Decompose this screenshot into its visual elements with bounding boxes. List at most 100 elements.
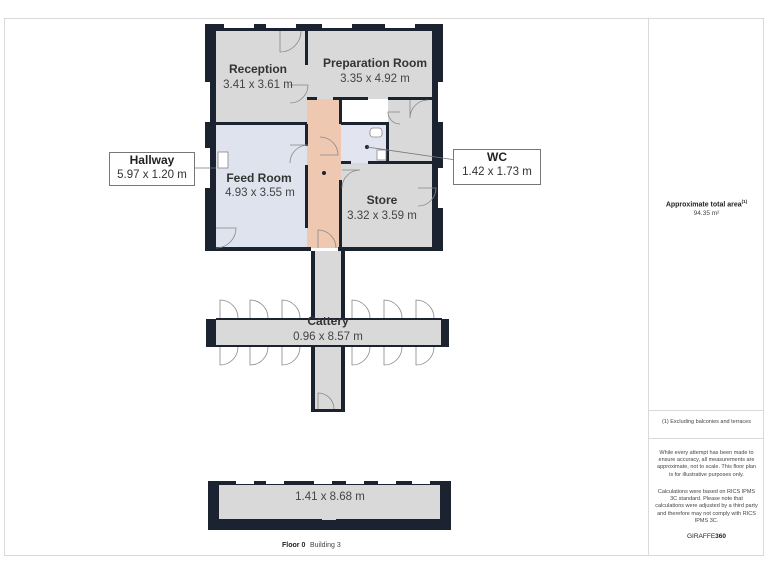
pen-door-swing — [415, 299, 435, 319]
south-wall-left — [205, 247, 311, 251]
door-swing — [341, 169, 361, 189]
interior-wall — [368, 161, 436, 164]
toilet-fixture — [369, 127, 383, 138]
pen-door-swing — [249, 346, 269, 366]
pen-door-swing — [351, 299, 371, 319]
door-opening — [322, 515, 336, 520]
area-title-text: Approximate total area — [665, 201, 742, 209]
window — [438, 168, 443, 208]
interior-wall — [341, 122, 388, 125]
preparation-room-floor — [307, 31, 436, 99]
divider — [649, 438, 764, 439]
interior-wall — [305, 124, 308, 146]
wc-callout: WC 1.42 x 1.73 m — [453, 149, 541, 185]
pen-door-swing — [249, 299, 269, 319]
divider — [649, 410, 764, 411]
pen-door-swing — [281, 299, 301, 319]
store-dims: 3.32 x 3.59 m — [347, 210, 417, 222]
cattery-pens-wall — [216, 318, 442, 320]
feed-room-name: Feed Room — [226, 171, 292, 185]
interior-wall — [307, 97, 317, 100]
cattery-dims: 0.96 x 8.57 m — [293, 331, 363, 343]
door-swing — [409, 99, 429, 119]
window — [266, 481, 284, 484]
cattery-pens-wall — [441, 319, 449, 347]
window — [205, 82, 210, 122]
bottom-building-wall — [440, 481, 451, 530]
hallway-dims: 5.97 x 1.20 m — [117, 169, 187, 181]
brand-logo: GIRAFFE360 — [655, 533, 758, 540]
feed-room-marker — [322, 171, 326, 175]
reception-name: Reception — [228, 62, 287, 76]
bottom-building-wall — [208, 519, 451, 530]
brand-name: GIRAFFE — [686, 533, 716, 540]
window — [378, 481, 396, 484]
floor-label: Floor 0 — [282, 542, 306, 549]
bottom-building-dims: 1.41 x 8.68 m — [295, 491, 365, 503]
door-swing — [417, 187, 437, 207]
preparation-room-dims: 3.35 x 4.92 m — [340, 73, 410, 85]
window — [322, 24, 352, 28]
sink-fixture — [376, 149, 387, 161]
cattery-wall-bottom — [311, 409, 345, 412]
hallway-callout: Hallway 5.97 x 1.20 m — [109, 152, 195, 186]
window — [236, 481, 254, 484]
south-wall-right — [338, 247, 443, 251]
reception-floor — [216, 31, 307, 124]
door-swing — [279, 30, 302, 53]
bottom-building-floor — [219, 485, 441, 519]
footnote: (1) Excluding balconies and terraces — [662, 419, 751, 425]
cattery-pens-wall — [206, 319, 216, 347]
interior-wall — [305, 31, 308, 65]
door-swing — [289, 144, 309, 164]
pen-door-swing — [219, 346, 239, 366]
sink-fixture — [217, 151, 229, 169]
window — [224, 24, 254, 28]
info-sidebar: Approximate total area(1) 94.35 m² (1) E… — [648, 18, 764, 556]
window — [412, 481, 430, 484]
east-wall — [432, 24, 443, 251]
door-swing — [215, 227, 237, 249]
west-wall — [205, 24, 216, 251]
door-swing — [387, 111, 401, 125]
pen-door-swing — [383, 346, 403, 366]
plan-frame — [4, 18, 764, 556]
reception-dims: 3.41 x 3.61 m — [223, 79, 293, 91]
area-title: Approximate total area(1) — [655, 198, 758, 209]
area-value: 94.35 m² — [693, 210, 720, 217]
wc-name: WC — [487, 150, 507, 164]
window — [266, 24, 296, 28]
preparation-room-name: Preparation Room — [322, 56, 427, 70]
wc-leader — [366, 146, 457, 161]
wc-dims: 1.42 x 1.73 m — [462, 166, 532, 178]
cattery-name: Cattery — [307, 314, 349, 328]
disclaimer: While every attempt has been made to ens… — [657, 450, 756, 478]
interior-wall — [305, 165, 308, 228]
interior-wall — [333, 97, 368, 100]
brand-number: 360 — [715, 533, 727, 540]
interior-wall — [339, 180, 342, 248]
interior-wall — [339, 99, 342, 124]
window — [314, 481, 332, 484]
door-swing — [289, 84, 309, 104]
door-swing — [317, 229, 337, 249]
window — [438, 82, 443, 122]
feed-room-dims: 4.93 x 3.55 m — [225, 187, 295, 199]
pen-door-swing — [219, 299, 239, 319]
hallway-name: Hallway — [129, 153, 175, 167]
pen-door-swing — [383, 299, 403, 319]
interior-wall — [388, 97, 436, 100]
building-label: Building 3 — [310, 542, 341, 549]
area-footnote-mark: (1) — [741, 199, 748, 204]
door-swing — [319, 136, 339, 156]
pen-door-swing — [351, 346, 371, 366]
pen-door-swing — [281, 346, 301, 366]
interior-wall — [341, 161, 351, 164]
cattery-pens-wall — [216, 345, 442, 347]
feed-room-floor — [216, 124, 307, 248]
interior-wall — [216, 122, 307, 125]
store-name: Store — [366, 193, 398, 207]
door-swing — [317, 392, 335, 410]
interior-wall — [386, 122, 389, 163]
